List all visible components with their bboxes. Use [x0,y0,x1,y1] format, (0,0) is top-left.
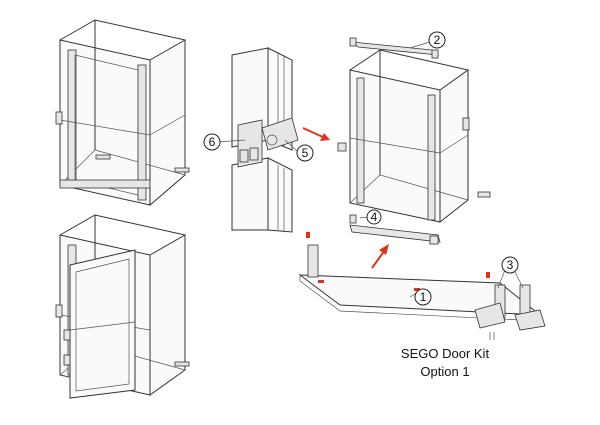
callout-1-label: 1 [420,290,427,304]
rack-frame-right [337,49,491,224]
open-door-panel [63,249,136,399]
down-arrows [489,332,495,340]
rack-frame-top-left [55,19,190,207]
callout-6-label: 6 [209,135,216,149]
callout-5-label: 5 [302,146,309,160]
part-2-top-bar [349,37,440,59]
callout-2: 2 [428,31,446,49]
callout-3: 3 [501,256,519,274]
callout-3-label: 3 [507,258,514,272]
callout-4: 4 [366,209,382,225]
callout-2-label: 2 [434,33,441,47]
arrow-base-to-rack [371,244,389,269]
callout-1: 1 [414,288,432,306]
part-4-bottom-bar [349,214,441,245]
hinge-detail [231,47,299,233]
caption-subtitle: Option 1 [420,364,470,379]
callout-6: 6 [203,133,221,151]
callout-5: 5 [296,144,314,162]
caption-title: SEGO Door Kit [400,346,490,361]
arrow-hinge-to-rack [302,127,330,141]
callout-4-label: 4 [371,210,378,224]
fastener-markers [306,232,490,291]
